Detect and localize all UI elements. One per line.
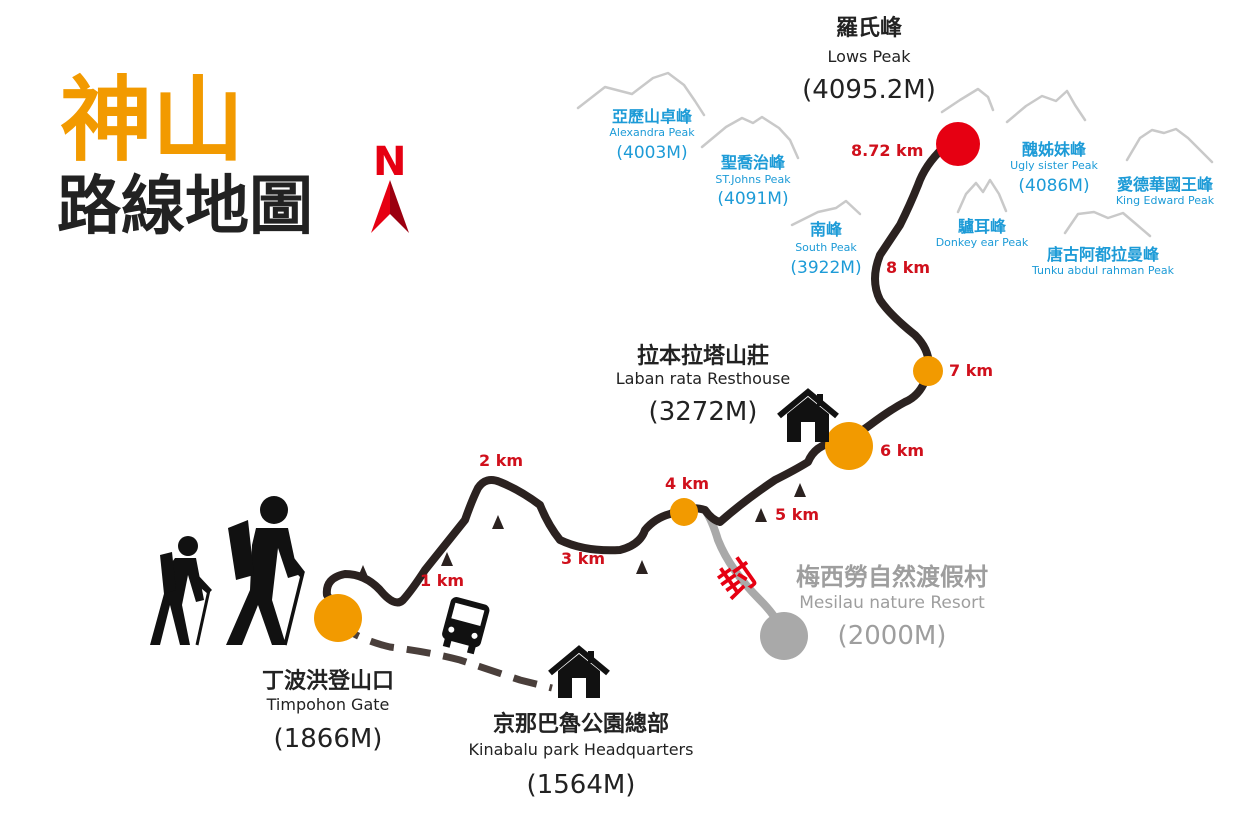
checkpoint-7km: [913, 356, 943, 386]
house-icon: [777, 388, 839, 442]
peak-south-zh: 南峰: [810, 220, 843, 239]
peak-donkey-en: Donkey ear Peak: [936, 236, 1029, 249]
resthouse-name-en: Laban rata Resthouse: [616, 369, 791, 388]
km-label-1: 1 km: [420, 571, 464, 590]
peak-edward-en: King Edward Peak: [1116, 194, 1215, 207]
km-label-3: 3 km: [561, 549, 605, 568]
peak-donkey-zh: 驢耳峰: [958, 217, 1007, 236]
resthouse-name-zh: 拉本拉塔山莊: [637, 343, 769, 369]
km-label-2: 2 km: [479, 451, 523, 470]
mountain-silhouettes: [576, 71, 1214, 238]
hq-elevation: (1564M): [527, 770, 636, 800]
shelter-icon: [357, 483, 806, 579]
timpohon-gate-marker: [314, 594, 362, 642]
km-label-872: 8.72 km: [851, 141, 923, 160]
hq-name-en: Kinabalu park Headquarters: [469, 740, 694, 759]
peak-tunku-en: Tunku abdul rahman Peak: [1031, 264, 1175, 277]
mesilau-elevation: (2000M): [838, 621, 947, 651]
peak-south-en: South Peak: [795, 241, 857, 254]
gate-name-zh: 丁波洪登山口: [262, 669, 394, 694]
summit-elevation: (4095.2M): [802, 75, 936, 105]
km-label-4: 4 km: [665, 474, 709, 493]
peak-ugly-en: Ugly sister Peak: [1010, 159, 1098, 172]
peak-ugly-zh: 醜姊妹峰: [1022, 140, 1087, 159]
km-label-7: 7 km: [949, 361, 993, 380]
peak-stjohns-zh: 聖喬治峰: [721, 153, 786, 172]
checkpoint-4km: [670, 498, 698, 526]
peak-south-elev: (3922M): [790, 258, 861, 278]
peak-alexandra-elev: (4003M): [616, 143, 687, 163]
main-trail: [322, 136, 959, 616]
km-label-8: 8 km: [886, 258, 930, 277]
compass-arrow-icon: N: [371, 139, 409, 233]
km-label-6: 6 km: [880, 441, 924, 460]
summit-marker: [936, 122, 980, 166]
peak-ugly-elev: (4086M): [1018, 176, 1089, 196]
hq-house-icon: [548, 645, 610, 698]
summit-name-en: Lows Peak: [828, 47, 912, 66]
mesilau-trail: [701, 506, 786, 634]
peak-stjohns-en: ST.Johns Peak: [715, 173, 791, 186]
hikers-icon: [150, 496, 305, 646]
map-title: 神山: [60, 67, 244, 174]
resthouse-marker: [825, 422, 873, 470]
peak-stjohns-elev: (4091M): [717, 189, 788, 209]
resthouse-elevation: (3272M): [649, 397, 758, 427]
map-subtitle: 路線地圖: [57, 170, 313, 244]
summit-name-zh: 羅氏峰: [836, 16, 903, 41]
bus-icon: [442, 597, 490, 655]
gate-name-en: Timpohon Gate: [266, 695, 390, 714]
peak-alexandra-en: Alexandra Peak: [609, 126, 695, 139]
hq-name-zh: 京那巴魯公園總部: [493, 711, 669, 737]
gate-elevation: (1866M): [274, 724, 383, 754]
km-label-5: 5 km: [775, 505, 819, 524]
mesilau-name-zh: 梅西勞自然渡假村: [796, 563, 988, 591]
peak-alexandra-zh: 亞歷山卓峰: [612, 107, 693, 126]
compass-letter: N: [373, 139, 406, 185]
mesilau-marker: [760, 612, 808, 660]
peak-edward-zh: 愛德華國王峰: [1117, 175, 1214, 194]
peak-tunku-zh: 唐古阿都拉曼峰: [1047, 245, 1160, 264]
mesilau-name-en: Mesilau nature Resort: [799, 593, 985, 613]
road-to-hq: [335, 621, 553, 692]
